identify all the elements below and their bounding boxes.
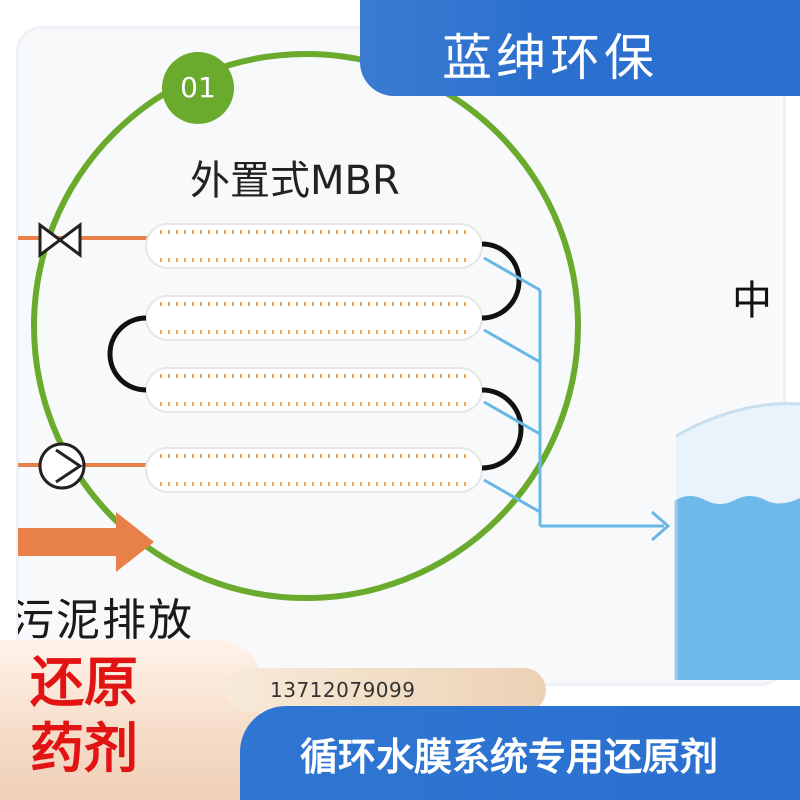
tank-label: 中 [732,278,772,324]
tagline: 循环水膜系统专用还原剂 [300,735,719,779]
diagram-frame [16,26,786,686]
flow-arrow-icon [651,510,671,542]
brand-banner [360,0,800,96]
product-badge [0,640,260,800]
tube-connectors [107,241,524,471]
permeate-flow [483,256,664,528]
tagline-bar [240,706,800,800]
membrane-tubes [145,223,483,493]
step-badge [162,52,234,124]
diagram-title: 外置式MBR [190,158,400,204]
water-tank [674,402,800,680]
phone-number: 13712079099 [270,678,416,702]
valve-icon [38,222,82,258]
discharge-label: 污泥排放 [10,595,194,646]
discharge-arrow-icon [18,512,154,572]
pump-icon [38,442,86,490]
brand-name: 蓝绅环保 [442,29,658,87]
highlight-ring [31,51,581,601]
phone-pill [226,668,546,712]
step-number: 01 [180,71,216,104]
product-name: 还原药剂 [30,651,138,780]
